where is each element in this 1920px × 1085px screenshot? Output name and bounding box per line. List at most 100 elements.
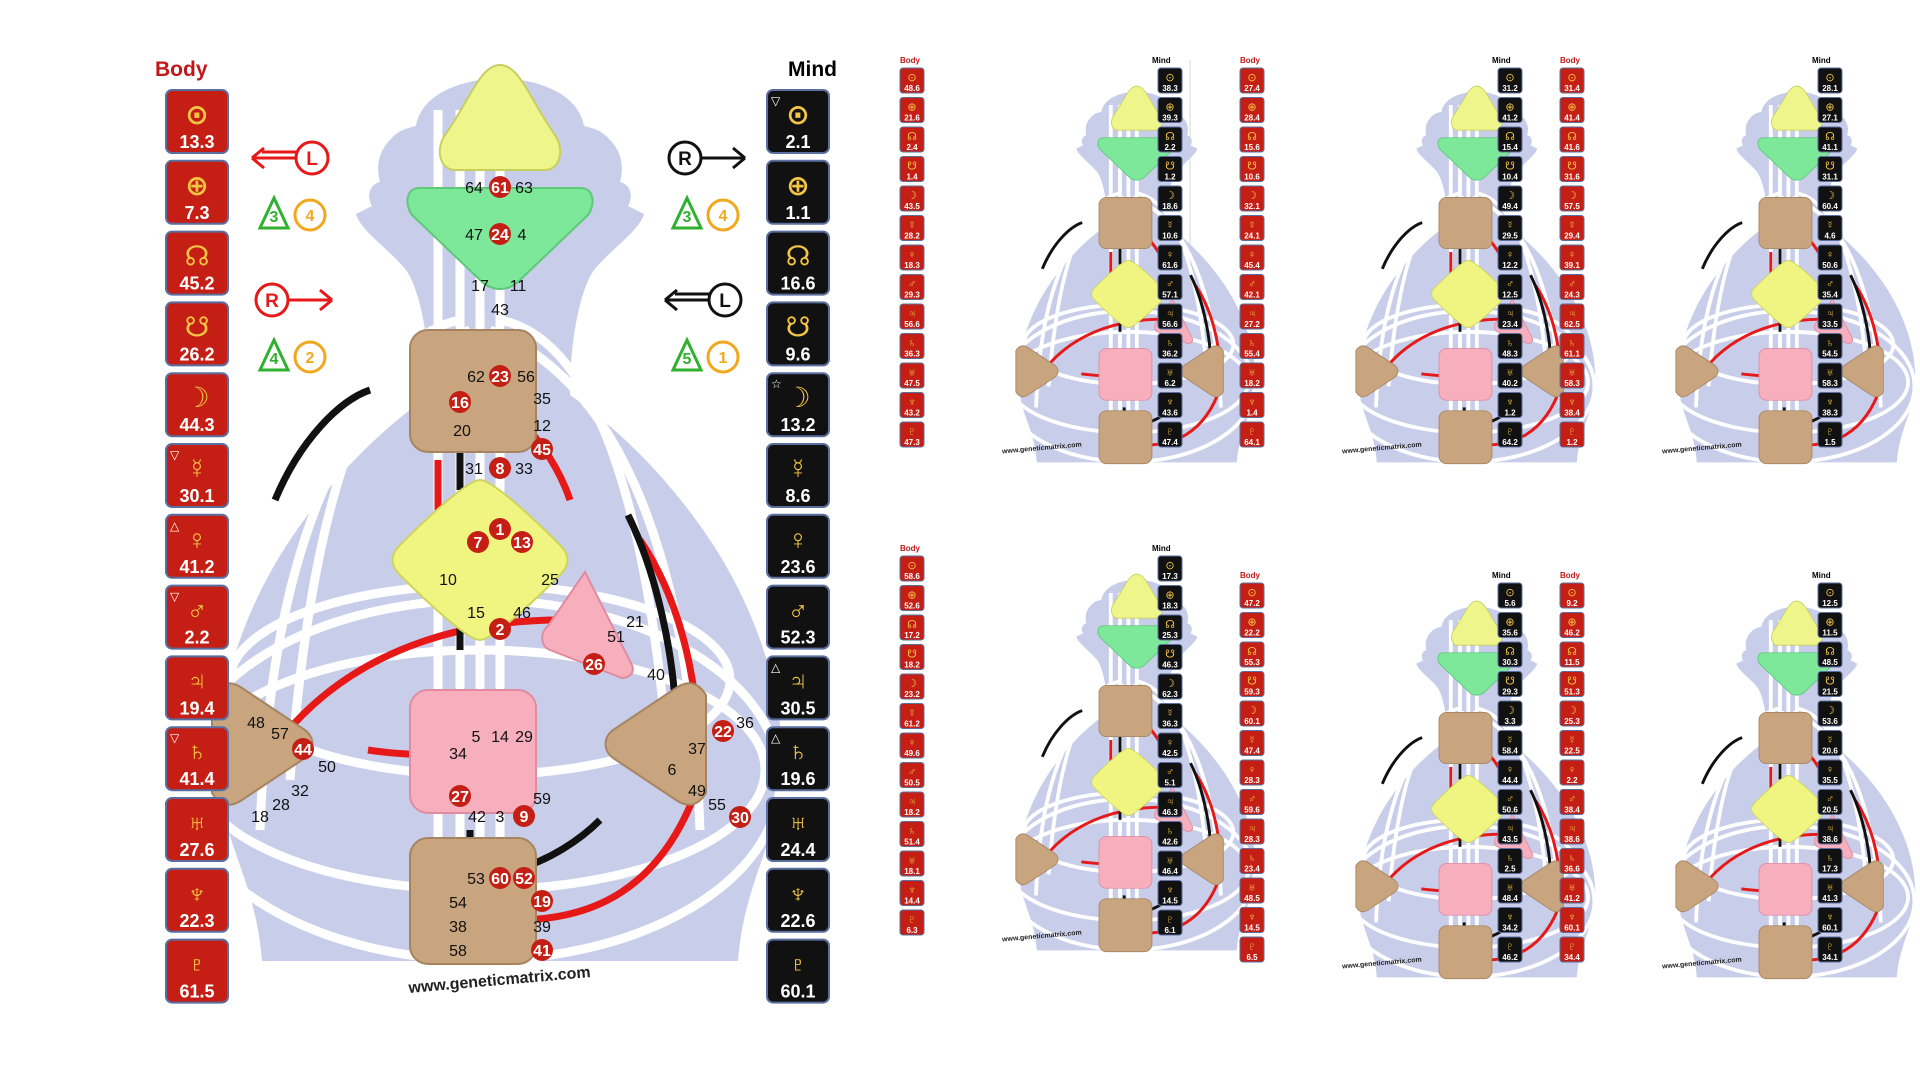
gate-root-41: 41 [531, 939, 553, 961]
uranus-icon: ♅ [1166, 855, 1174, 867]
gate-ego-26: 26 [583, 653, 605, 675]
venus-icon: ♀ [1166, 737, 1174, 749]
jupiter-icon: ♃ [1506, 308, 1514, 320]
thumb-planet-value: 49.4 [1502, 202, 1518, 211]
gate-throat-62: 62 [467, 369, 485, 386]
gate-number: 42 [468, 809, 486, 826]
south-node-icon: ☋ [1247, 161, 1257, 173]
thumb-planet-value: 10.4 [1502, 173, 1518, 182]
jupiter-icon: ♃ [1826, 823, 1834, 835]
planet-value: 1.1 [785, 203, 810, 223]
thumb-planet-value: 24.3 [1564, 291, 1580, 300]
saturn-icon: ♄ [788, 736, 809, 767]
venus-icon: ♀ [908, 249, 916, 261]
thumb-planet-value: 18.1 [904, 867, 920, 876]
thumb-planet-value: 38.3 [1822, 409, 1838, 418]
thumb-planet-value: 35.4 [1822, 291, 1838, 300]
gate-number: 60 [491, 871, 509, 888]
moon-icon: ☽ [785, 382, 810, 413]
thumb-planet-value: 54.5 [1822, 350, 1838, 359]
thumb-planet-value: 50.6 [1822, 261, 1838, 270]
mercury-icon: ☿ [1248, 735, 1256, 747]
planet-value: 13.3 [179, 132, 214, 152]
gate-number: 58 [449, 943, 467, 960]
neptune-icon: ♆ [1826, 912, 1834, 924]
thumb-planet-value: 41.2 [1502, 114, 1518, 123]
thumb-planet-value: 51.4 [904, 838, 920, 847]
jupiter-icon: ♃ [1248, 823, 1256, 835]
moon-icon: ☽ [1165, 190, 1175, 202]
planet-value: 41.2 [179, 557, 214, 577]
pluto-icon: ♇ [1568, 426, 1576, 438]
gate-solar-30: 30 [729, 806, 751, 828]
gate-number: 13 [513, 535, 531, 552]
gate-ajna-24: 24 [489, 223, 511, 245]
venus-icon: ♀ [1826, 249, 1834, 261]
mars-icon: ♂ [1568, 794, 1576, 806]
thumb-planet-value: 17.2 [904, 631, 920, 640]
gate-root-19: 19 [531, 890, 553, 912]
planet-value: 30.1 [179, 486, 214, 506]
gate-throat-8: 8 [489, 457, 511, 479]
planet-value: 13.2 [780, 415, 815, 435]
mercury-icon: ☿ [1826, 220, 1834, 232]
gate-g-7: 7 [467, 531, 489, 553]
sun-icon: ⊙ [907, 560, 916, 572]
thumb-planet-value: 28.4 [1244, 114, 1260, 123]
mars-icon: ♂ [908, 279, 916, 291]
thumb-planet-value: 32.1 [1244, 202, 1260, 211]
gate-number: 63 [515, 180, 533, 197]
arrow-color: 1 [719, 350, 728, 367]
gate-number: 34 [449, 746, 467, 763]
sun-icon: ⊙ [1247, 72, 1256, 84]
gate-ajna-17: 17 [471, 278, 489, 295]
thumb-planet-value: 45.4 [1244, 261, 1260, 270]
planet-value: 61.5 [179, 982, 214, 1002]
mars-icon: ♂ [1166, 279, 1174, 291]
mind-planet-sun: ⊙2.1▽ [766, 89, 830, 154]
north-node-icon: ☊ [1165, 619, 1175, 631]
sun-icon: ⊙ [185, 99, 208, 130]
gate-number: 33 [515, 461, 533, 478]
uranus-icon: ♅ [1506, 367, 1514, 379]
gate-number: 54 [449, 895, 467, 912]
thumb-planet-value: 51.3 [1564, 688, 1580, 697]
gate-number: 31 [465, 461, 483, 478]
planet-value: 44.3 [179, 415, 214, 435]
thumb-planet-value: 56.6 [904, 320, 920, 329]
thumb-planet-value: 46.4 [1162, 867, 1178, 876]
neptune-icon: ♆ [1248, 397, 1256, 409]
thumb-planet-value: 47.2 [1244, 599, 1260, 608]
south-node-icon: ☋ [786, 311, 811, 342]
thumb-planet-value: 48.3 [1502, 350, 1518, 359]
thumb-planet-value: 1.4 [906, 173, 918, 182]
thumb-body-heading: Body [900, 544, 921, 553]
thumb-mind-heading: Mind [1152, 56, 1171, 65]
gate-solar-49: 49 [688, 783, 706, 800]
thumb-planet-value: 47.4 [1162, 438, 1178, 447]
thumb-planet-value: 1.2 [1504, 409, 1516, 418]
gate-solar-6: 6 [668, 762, 677, 779]
north-node-icon: ☊ [185, 241, 210, 272]
thumb-planet-value: 2.2 [1164, 143, 1176, 152]
gate-g-1: 1 [489, 518, 511, 540]
gate-root-52: 52 [513, 867, 535, 889]
gate-solar-37: 37 [688, 741, 706, 758]
thumb-planet-value: 36.3 [1162, 720, 1178, 729]
thumb-planet-value: 14.4 [904, 897, 920, 906]
thumb-planet-value: 25.3 [1162, 631, 1178, 640]
saturn-icon: ♄ [1568, 853, 1576, 865]
gate-number: 40 [647, 667, 665, 684]
pluto-icon: ♇ [1826, 426, 1834, 438]
thumb-planet-value: 5.1 [1164, 779, 1176, 788]
thumb-planet-value: 21.6 [904, 114, 920, 123]
pluto-icon: ♇ [187, 949, 208, 980]
gate-number: 25 [541, 572, 559, 589]
earth-icon: ⊕ [1165, 102, 1174, 114]
gate-spleen-44: 44 [292, 738, 314, 760]
gate-ajna-47: 47 [465, 227, 483, 244]
thumb-body-heading: Body [1560, 56, 1581, 65]
thumb-body-heading: Body [1560, 571, 1581, 580]
gate-number: 6 [668, 762, 677, 779]
thumb-planet-value: 12.5 [1822, 599, 1838, 608]
